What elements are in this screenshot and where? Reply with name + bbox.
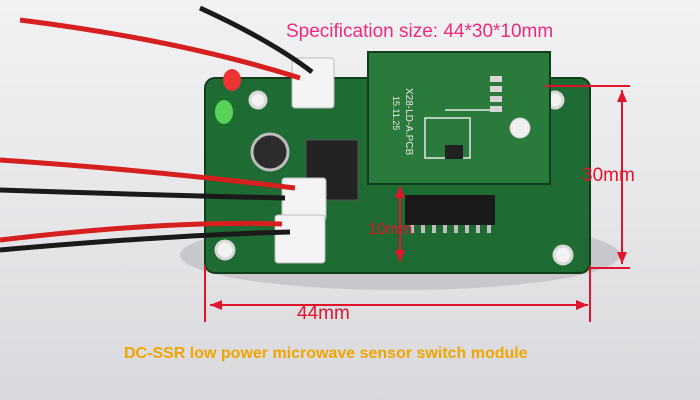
connector-top xyxy=(291,57,335,109)
wire-red-top xyxy=(19,17,301,81)
wire-black-top xyxy=(198,5,314,74)
header-pins xyxy=(490,76,502,112)
spec-size-label: Specification size: 44*30*10mm xyxy=(286,21,554,42)
wire-red-mid xyxy=(0,157,296,191)
length-dimension-label: 30mm xyxy=(582,165,635,186)
daughter-hole xyxy=(509,117,531,139)
dimension-arrows xyxy=(210,90,627,310)
connector-bottom xyxy=(274,214,326,264)
mount-hole xyxy=(214,239,236,261)
date-marking: 15.11.25 xyxy=(391,96,401,130)
mount-hole xyxy=(552,244,574,266)
mount-hole xyxy=(248,90,268,110)
antenna-trace xyxy=(424,109,490,159)
ic-chip xyxy=(405,195,495,225)
height-dimension-label: 10mm xyxy=(368,221,413,238)
wire-black-low xyxy=(0,229,291,253)
connector-middle xyxy=(281,177,327,221)
module-id-marking: X28-LD-A.PCB xyxy=(403,88,414,156)
dimension-lines xyxy=(204,85,630,322)
smd-transistor xyxy=(445,145,463,159)
ic-pins xyxy=(410,225,491,233)
wire-black-mid xyxy=(0,187,286,201)
wire-red-low xyxy=(0,220,283,243)
red-led xyxy=(223,69,241,91)
product-caption: DC-SSR low power microwave sensor switch… xyxy=(124,345,528,362)
width-dimension-label: 44mm xyxy=(297,303,350,324)
capacitor xyxy=(250,132,290,172)
green-led xyxy=(215,100,233,124)
